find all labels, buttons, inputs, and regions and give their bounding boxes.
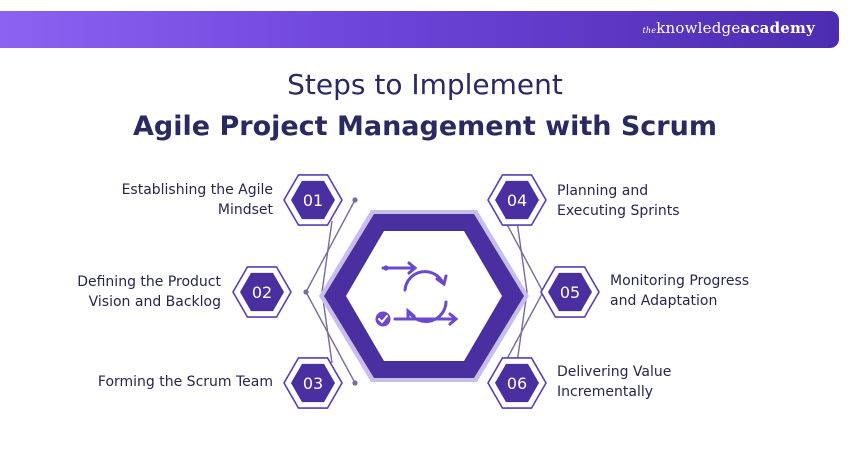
step-02-number: 02: [252, 283, 272, 302]
step-01-hexagon: 01: [283, 174, 343, 226]
step-02-hexagon: 02: [232, 266, 292, 318]
step-04-hexagon: 04: [487, 174, 547, 226]
step-05-label: Monitoring Progress and Adaptation: [610, 273, 750, 309]
step-03-number: 03: [303, 374, 323, 393]
agile-cycle-icon: [381, 261, 459, 326]
step-03-label: Forming the Scrum Team: [97, 374, 273, 390]
step-06-hexagon: 06: [487, 357, 547, 409]
checkmark-icon: [375, 311, 391, 327]
step-hexagons: 01 02 03 04 05 06: [232, 174, 600, 409]
step-05-hexagon: 05: [540, 266, 600, 318]
step-04-number: 04: [507, 191, 527, 210]
connector-right-inner: [516, 220, 528, 364]
step-06-label: Delivering Value Incrementally: [557, 364, 672, 400]
step-05-number: 05: [560, 283, 580, 302]
step-02-label: Defining the Product Vision and Backlog: [77, 274, 221, 310]
page-title-line-1: Steps to Implement: [287, 68, 563, 101]
header-banner: theknowledgeacademy: [0, 11, 839, 48]
brand-logo: theknowledgeacademy: [642, 19, 815, 37]
step-03-hexagon: 03: [283, 357, 343, 409]
step-04-label: Planning and Executing Sprints: [557, 183, 680, 219]
center-hexagon: [319, 210, 529, 382]
step-01-label: Establishing the Agile Mindset: [121, 182, 273, 218]
step-01-number: 01: [303, 191, 323, 210]
step-06-number: 06: [507, 374, 527, 393]
page-title-line-2: Agile Project Management with Scrum: [133, 111, 717, 142]
